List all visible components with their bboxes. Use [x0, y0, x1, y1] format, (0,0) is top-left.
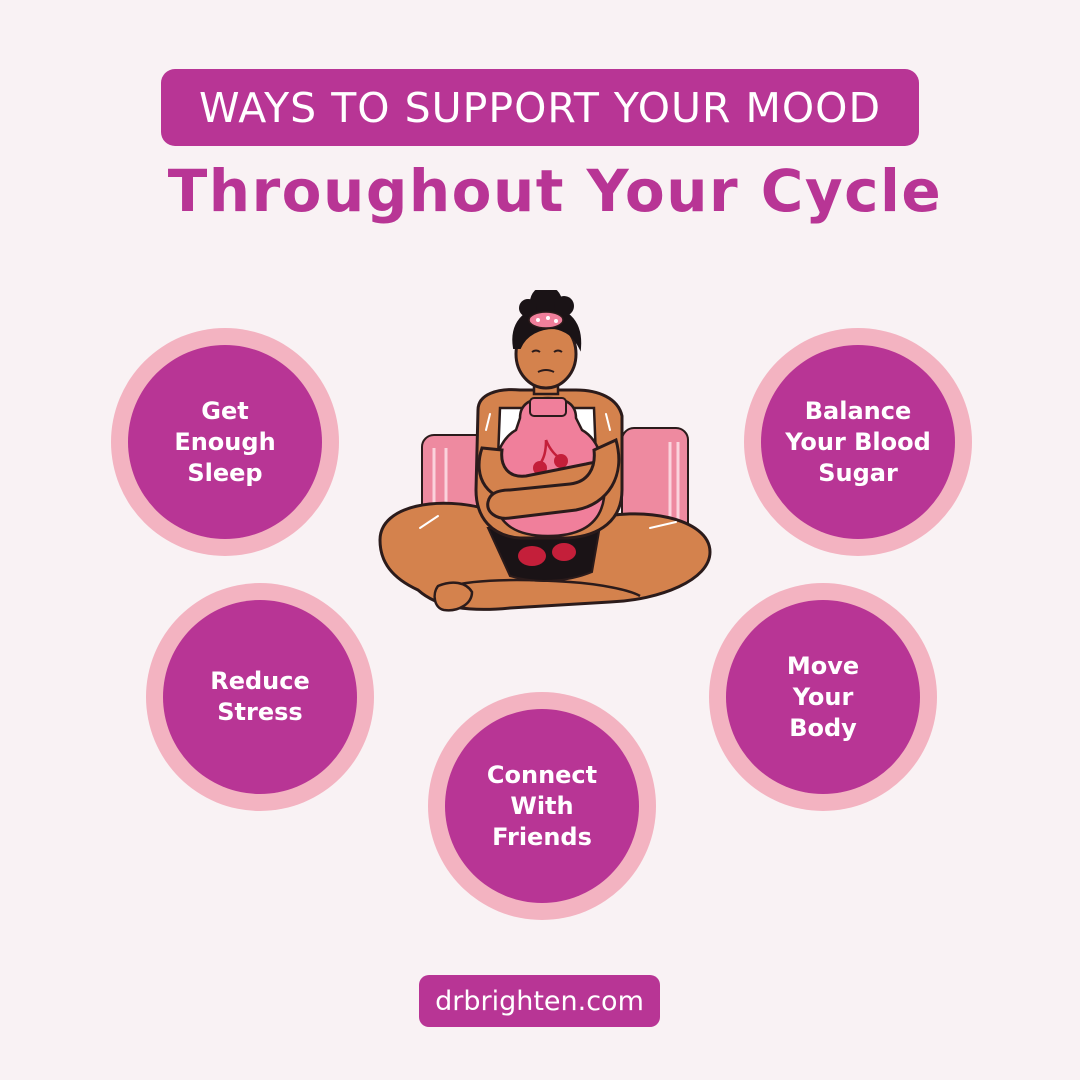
title-banner: WAYS TO SUPPORT YOUR MOOD: [161, 69, 919, 146]
tip-circle-inner: Get Enough Sleep: [128, 345, 322, 539]
tip-circle-inner: Connect With Friends: [445, 709, 639, 903]
tip-circle-move: Move Your Body: [709, 583, 937, 811]
tip-circle-sleep: Get Enough Sleep: [111, 328, 339, 556]
tip-circle-blood-sugar: Balance Your Blood Sugar: [744, 328, 972, 556]
tip-circle-inner: Reduce Stress: [163, 600, 357, 794]
tip-circle-stress: Reduce Stress: [146, 583, 374, 811]
tip-circle-friends: Connect With Friends: [428, 692, 656, 920]
tip-label: Reduce Stress: [210, 667, 310, 726]
tip-label: Get Enough Sleep: [174, 396, 276, 487]
page-title: Throughout Your Cycle: [167, 157, 943, 225]
tip-label: Move Your Body: [786, 651, 860, 742]
website-pill: drbrighten.com: [419, 975, 660, 1027]
website-text: drbrighten.com: [435, 985, 644, 1017]
tip-circle-inner: Move Your Body: [726, 600, 920, 794]
tip-label: Balance Your Blood Sugar: [785, 396, 931, 487]
tip-circle-inner: Balance Your Blood Sugar: [761, 345, 955, 539]
tip-label: Connect With Friends: [486, 760, 598, 851]
woman-hugging-hot-water-bottle-icon: [378, 286, 712, 612]
woman-illustration: [360, 286, 720, 635]
banner-text: WAYS TO SUPPORT YOUR MOOD: [198, 83, 882, 132]
